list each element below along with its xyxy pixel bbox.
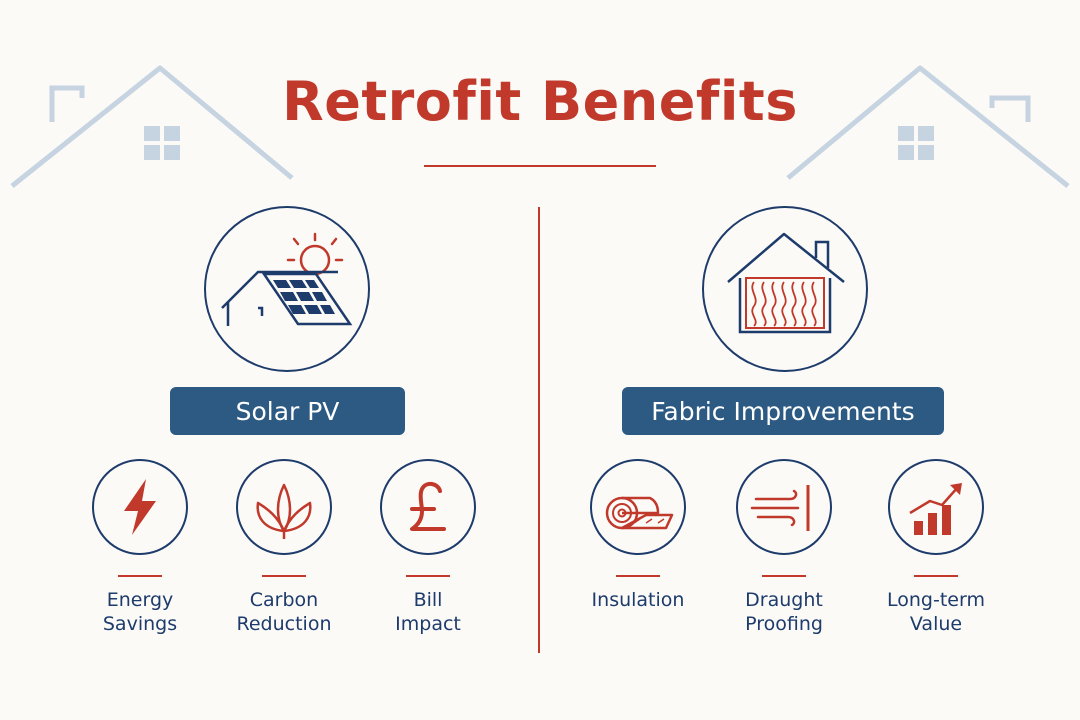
- pound-icon: [410, 482, 446, 531]
- leaf-icon: [256, 483, 312, 539]
- insulated-house-icon: [727, 232, 845, 334]
- insulation-circle: [590, 459, 686, 555]
- draught-proofing-label: Draught Proofing: [745, 589, 823, 635]
- section-divider: [538, 207, 540, 653]
- growth-chart-icon: [909, 483, 962, 535]
- house-outline-right-icon: [786, 65, 1070, 188]
- solar-pv-heading: Solar PV: [170, 387, 405, 435]
- draught-proofing-tick: [762, 575, 806, 577]
- draught-icon: [750, 485, 810, 531]
- carbon-reduction-circle: [236, 459, 332, 555]
- insulation-label: Insulation: [591, 589, 685, 611]
- long-term-value-circle: [888, 459, 984, 555]
- solar-house-icon: [221, 232, 353, 326]
- bill-impact-label: Bill Impact: [395, 589, 461, 635]
- draught-proofing-circle: [736, 459, 832, 555]
- solar-pv-icon-circle: [204, 206, 370, 372]
- carbon-reduction-tick: [262, 575, 306, 577]
- energy-savings-circle: [92, 459, 188, 555]
- fabric-improvements-icon-circle: [702, 206, 868, 372]
- fabric-improvements-heading: Fabric Improvements: [622, 387, 944, 435]
- page-title: Retrofit Benefits: [282, 70, 798, 133]
- bill-impact-tick: [406, 575, 450, 577]
- house-outline-left-icon: [10, 65, 294, 188]
- bill-impact-circle: [380, 459, 476, 555]
- energy-savings-label: Energy Savings: [102, 589, 178, 635]
- lightning-icon: [124, 479, 156, 535]
- insulation-roll-icon: [605, 496, 674, 530]
- carbon-reduction-label: Carbon Reduction: [236, 589, 332, 635]
- long-term-value-label: Long-term Value: [887, 589, 985, 635]
- insulation-tick: [616, 575, 660, 577]
- long-term-value-tick: [914, 575, 958, 577]
- title-underline: [424, 165, 656, 167]
- energy-savings-tick: [118, 575, 162, 577]
